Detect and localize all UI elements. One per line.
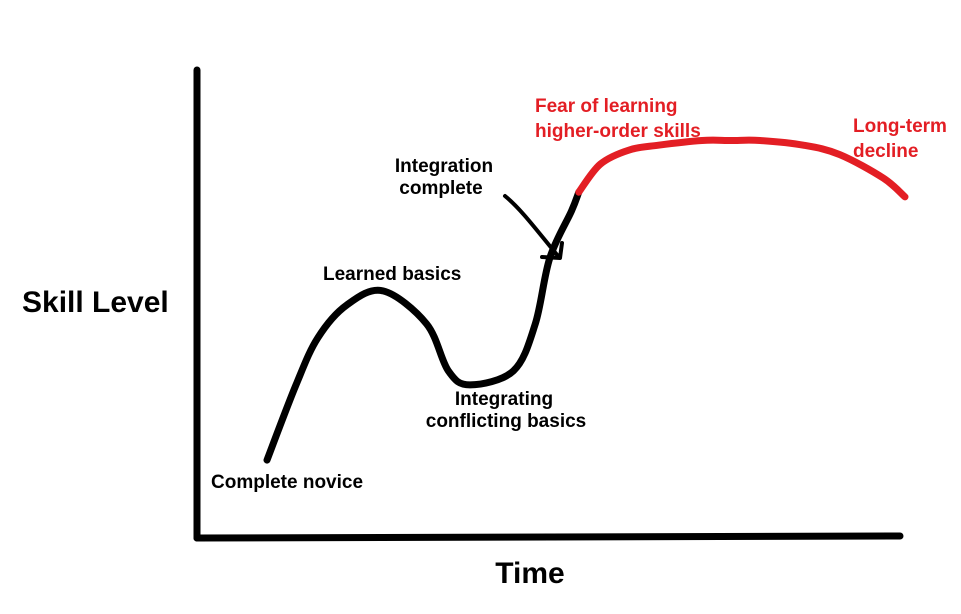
integration-arrow-head xyxy=(540,241,564,260)
x-axis-title: Time xyxy=(495,557,564,590)
y-axis-title: Skill Level xyxy=(22,286,169,319)
annotation-complete-novice: Complete novice xyxy=(211,472,363,493)
series-line-late xyxy=(575,136,909,201)
annotation-integration-complete-line2: complete xyxy=(399,178,482,199)
annotation-long-term-line1: Long-term xyxy=(853,116,947,137)
annotation-fear-line2: higher-order skills xyxy=(535,121,701,142)
annotation-integrating-line1: Integrating xyxy=(455,389,553,410)
annotation-fear-line1: Fear of learning xyxy=(535,96,678,117)
integration-arrow-shaft xyxy=(503,194,560,258)
annotation-integrating-line2: conflicting basics xyxy=(426,411,586,432)
x-axis-line xyxy=(193,532,904,542)
annotation-long-term-line2: decline xyxy=(853,141,918,162)
annotation-learned-basics: Learned basics xyxy=(323,264,461,285)
annotation-integration-complete-line1: Integration xyxy=(395,156,493,177)
axes xyxy=(193,66,904,542)
integration-arrow xyxy=(503,194,564,260)
